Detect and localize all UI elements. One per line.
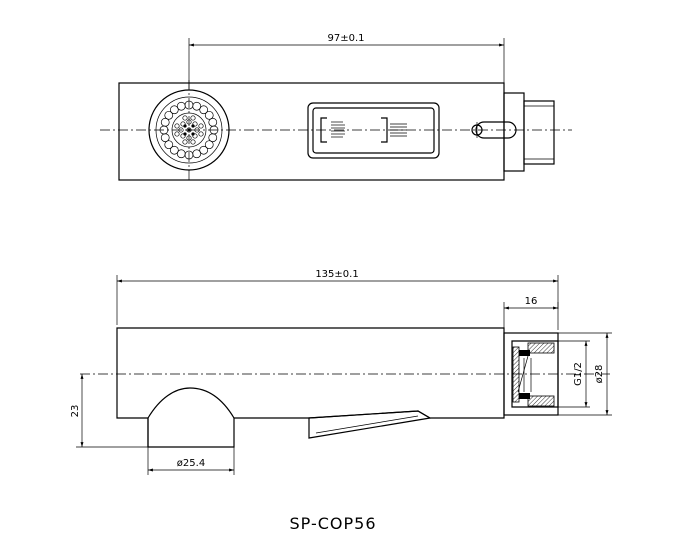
dim-thread-label: G1/2 xyxy=(573,362,584,386)
inner-nozzle xyxy=(190,115,196,121)
nozzle-hole xyxy=(164,110,174,120)
inner-nozzle xyxy=(174,131,180,137)
inner-nozzle xyxy=(192,121,198,127)
top-view: 97±0.1 xyxy=(100,33,572,181)
side-body-outline xyxy=(116,327,505,448)
top-connector-nut xyxy=(503,92,525,172)
side-view: 135±0.1 16 G1/2 ø28 23 xyxy=(70,269,612,475)
inner-nozzle xyxy=(180,133,186,139)
nozzle-hole xyxy=(176,101,186,111)
dimension-top-length: 97±0.1 xyxy=(188,33,505,90)
center-jet xyxy=(191,132,195,136)
top-connector-thread xyxy=(523,100,555,165)
nozzle-hole xyxy=(160,133,170,143)
dimension-connector-diameter: ø28 xyxy=(558,332,612,416)
nozzle-hole xyxy=(208,133,218,143)
dim-side-length-label: 135±0.1 xyxy=(315,269,358,280)
nozzle-hole xyxy=(199,145,209,155)
dim-connector-diameter-label: ø28 xyxy=(594,365,605,384)
inner-nozzle xyxy=(186,127,192,133)
inner-nozzle xyxy=(180,121,186,127)
nozzle-hole xyxy=(169,145,179,155)
trigger-marking-right xyxy=(390,123,407,137)
inner-nozzle xyxy=(178,127,184,133)
model-label: SP-COP56 xyxy=(290,514,377,533)
dimension-height: 23 xyxy=(70,374,148,448)
inner-nozzle xyxy=(198,131,204,137)
dim-spray-diameter-label: ø25.4 xyxy=(177,458,205,469)
nozzle-hole xyxy=(169,105,179,115)
trigger-marking-left xyxy=(331,121,345,138)
center-jet xyxy=(183,132,187,136)
center-jet xyxy=(191,124,195,128)
spray-head-profile xyxy=(147,387,235,447)
dimension-side-length: 135±0.1 xyxy=(116,269,559,330)
inner-nozzle xyxy=(194,127,200,133)
nozzle-hole xyxy=(204,110,214,120)
dim-top-length-label: 97±0.1 xyxy=(327,33,364,44)
dimension-spray-diameter: ø25.4 xyxy=(147,447,235,475)
spray-face xyxy=(148,80,230,180)
nozzle-hole xyxy=(199,105,209,115)
dimension-connector-length: 16 xyxy=(503,296,559,330)
inner-nozzle xyxy=(182,139,188,145)
trigger-window xyxy=(307,102,440,159)
nozzle-hole xyxy=(204,140,214,150)
nozzle-hole xyxy=(208,117,218,127)
nozzle-hole xyxy=(176,149,186,159)
inner-nozzle xyxy=(182,115,188,121)
inner-nozzle xyxy=(192,133,198,139)
nozzle-hole xyxy=(192,101,202,111)
trigger-lever xyxy=(308,410,432,439)
nozzle-hole xyxy=(192,149,202,159)
inner-nozzle xyxy=(198,123,204,129)
dim-height-label: 23 xyxy=(70,405,81,418)
inner-nozzle xyxy=(174,123,180,129)
nozzle-hole xyxy=(160,117,170,127)
inner-nozzle xyxy=(190,139,196,145)
hanging-slot xyxy=(471,121,517,139)
dimension-thread: G1/2 xyxy=(558,340,590,408)
center-jet xyxy=(183,124,187,128)
nozzle-hole xyxy=(164,140,174,150)
dim-connector-length-label: 16 xyxy=(525,296,538,307)
